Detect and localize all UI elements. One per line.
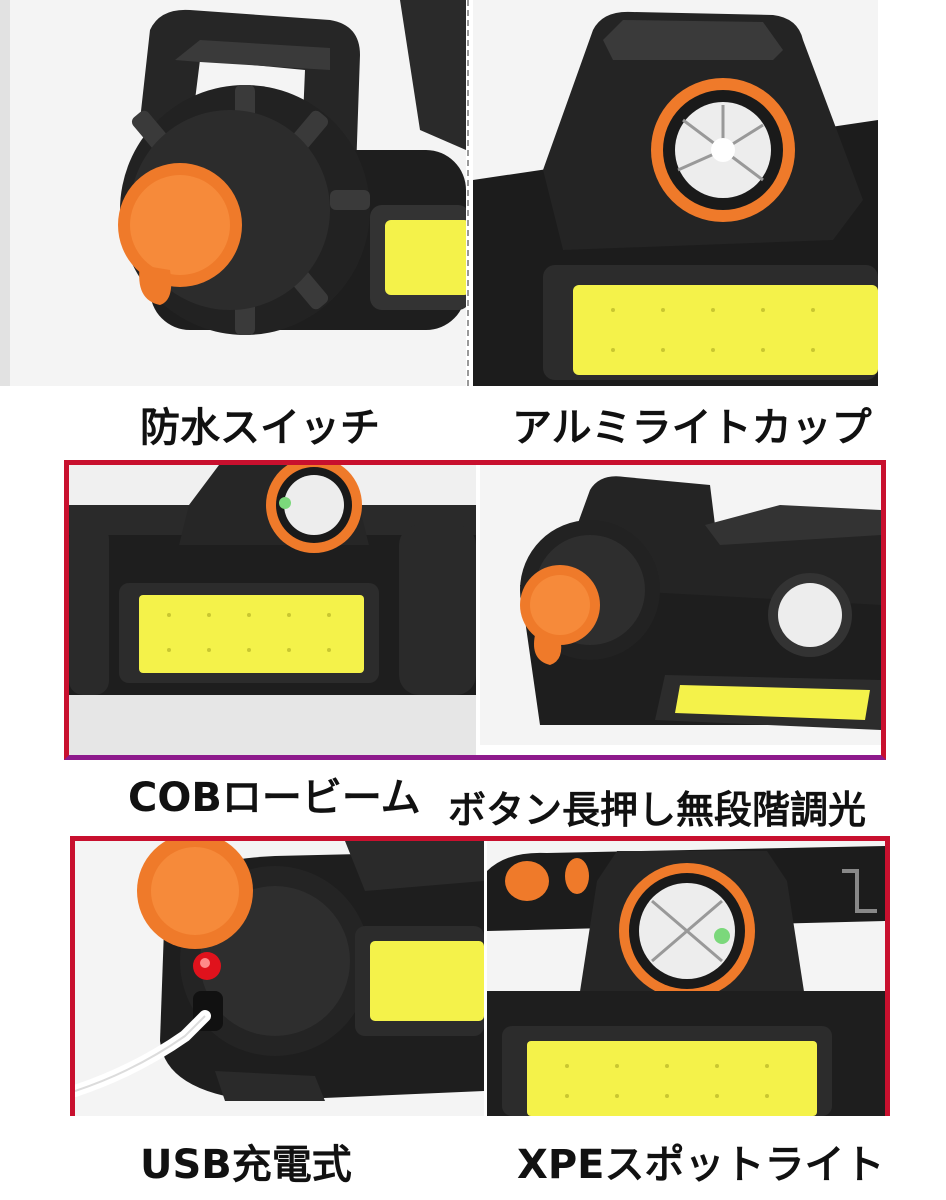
- photo-xpe-spotlight: [487, 841, 885, 1116]
- feature-frame-usb: [70, 836, 890, 1116]
- photo-cob-low-beam: [69, 465, 476, 755]
- photo-aluminium-light-cup: [473, 0, 878, 386]
- feature-frame-cob: [64, 460, 886, 760]
- photo-usb-charging: [75, 841, 484, 1116]
- caption-waterproof-switch: 防水スイッチ: [140, 405, 380, 451]
- caption-stepless-dimming: ボタン長押し無段階調光: [448, 788, 867, 832]
- caption-aluminium-light-cup: アルミライトカップ: [512, 405, 872, 451]
- caption-usb-charging: USB充電式: [140, 1142, 352, 1188]
- divider-line: [467, 0, 471, 386]
- caption-cob-low-beam: COBロービーム: [128, 775, 421, 821]
- photo-stepless-dimming: [480, 465, 881, 745]
- photo-waterproof-switch: [0, 0, 466, 386]
- caption-xpe-spotlight: XPEスポットライト: [517, 1142, 885, 1188]
